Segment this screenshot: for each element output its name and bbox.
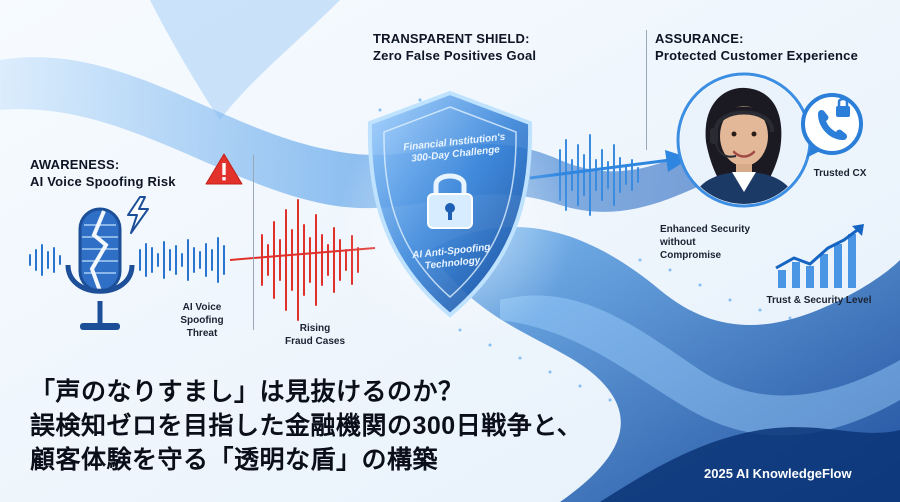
divider-assurance (646, 30, 647, 150)
fraud-cases-label: Rising Fraud Cases (284, 323, 346, 347)
warning-icon (205, 153, 243, 185)
agent-avatar (676, 72, 812, 208)
trusted-cx-label: Trusted CX (813, 168, 867, 179)
enhanced-security-label: Enhanced Security without Compromise (660, 224, 751, 261)
shield-title: TRANSPARENT SHIELD: (373, 31, 530, 46)
divider-threat (253, 155, 254, 330)
headline-line-1: 「声のなりすまし」は見抜けるのか？ (30, 378, 464, 406)
threat-label: AI Voice Spoofing Threat (180, 302, 224, 339)
shield-subtitle: Zero False Positives Goal (373, 48, 537, 63)
assurance-subtitle: Protected Customer Experience (655, 48, 859, 63)
footer-credit: 2025 AI KnowledgeFlow (704, 466, 852, 481)
lightning-icon (127, 196, 149, 234)
phone-lock-icon (801, 93, 863, 158)
broken-microphone-icon (65, 207, 135, 330)
headline-line-3: 顧客体験を守る「透明な盾」の構築 (30, 446, 439, 474)
awareness-title: AWARENESS: (30, 157, 120, 172)
assurance-title: ASSURANCE: (655, 31, 744, 46)
trust-level-label: Trust & Security Level (766, 295, 872, 306)
awareness-subtitle: AI Voice Spoofing Risk (30, 174, 176, 189)
trend-chart-icon (775, 224, 864, 288)
padlock-icon (427, 173, 473, 229)
headline-line-2: 誤検知ゼロを目指した金融機関の300日戦争と、 (30, 412, 583, 440)
